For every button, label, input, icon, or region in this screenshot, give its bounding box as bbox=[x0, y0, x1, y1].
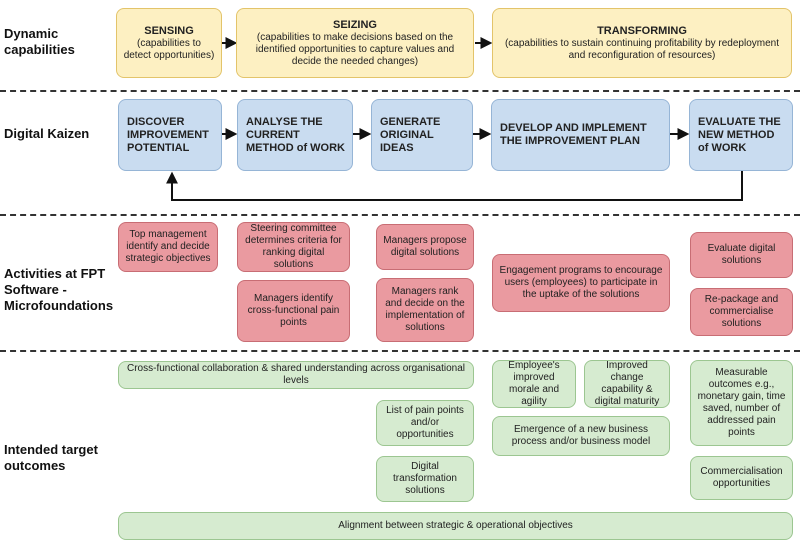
separator-line bbox=[0, 350, 800, 352]
sensing-box: SENSING (capabilities to detect opportun… bbox=[116, 8, 222, 78]
row-label-intended-outcomes: Intended target outcomes bbox=[4, 442, 98, 473]
activity-managers-propose: Managers propose digital solutions bbox=[376, 224, 474, 270]
outcome-change-capability: Improved change capability & digital mat… bbox=[584, 360, 670, 408]
outcome-alignment: Alignment between strategic & operationa… bbox=[118, 512, 793, 540]
outcome-measurable: Measurable outcomes e.g., monetary gain,… bbox=[690, 360, 793, 446]
activity-top-management: Top management identify and decide strat… bbox=[118, 222, 218, 272]
activity-engagement-programs: Engagement programs to encourage users (… bbox=[492, 254, 670, 312]
activity-managers-rank: Managers rank and decide on the implemen… bbox=[376, 278, 474, 342]
activity-steering-committee: Steering committee determines criteria f… bbox=[237, 222, 350, 272]
outcome-new-business-process: Emergence of a new business process and/… bbox=[492, 416, 670, 456]
arrow-kaizen-feedback-loop bbox=[166, 170, 743, 201]
activity-managers-identify: Managers identify cross-functional pain … bbox=[237, 280, 350, 342]
activity-repackage-commercialise: Re-package and commercialise solutions bbox=[690, 288, 793, 336]
sensing-description: (capabilities to detect opportunities) bbox=[123, 37, 215, 61]
transforming-description: (capabilities to sustain continuing prof… bbox=[504, 37, 780, 61]
kaizen-step-discover: DISCOVER IMPROVEMENT POTENTIAL bbox=[118, 99, 222, 171]
kaizen-step-analyse: ANALYSE THE CURRENT METHOD of WORK bbox=[237, 99, 353, 171]
transforming-box: TRANSFORMING (capabilities to sustain co… bbox=[492, 8, 792, 78]
activity-evaluate-solutions: Evaluate digital solutions bbox=[690, 232, 793, 278]
kaizen-step-evaluate: EVALUATE THE NEW METHOD of WORK bbox=[689, 99, 793, 171]
sensing-title: SENSING bbox=[144, 24, 194, 37]
row-label-activities: Activities at FPT Software - Microfounda… bbox=[4, 266, 114, 313]
outcome-cross-functional: Cross-functional collaboration & shared … bbox=[118, 361, 474, 389]
separator-line bbox=[0, 90, 800, 92]
separator-line bbox=[0, 214, 800, 216]
outcome-employee-morale: Employee's improved morale and agility bbox=[492, 360, 576, 408]
row-label-digital-kaizen: Digital Kaizen bbox=[4, 126, 90, 141]
seizing-description: (capabilities to make decisions based on… bbox=[255, 31, 455, 67]
outcome-digital-solutions: Digital transformation solutions bbox=[376, 456, 474, 502]
kaizen-step-generate: GENERATE ORIGINAL IDEAS bbox=[371, 99, 473, 171]
seizing-title: SEIZING bbox=[332, 18, 377, 31]
transforming-title: TRANSFORMING bbox=[597, 24, 687, 37]
row-label-dynamic-capabilities: Dynamic capabilities bbox=[4, 26, 75, 57]
seizing-box: SEIZING (capabilities to make decisions … bbox=[236, 8, 474, 78]
kaizen-step-develop: DEVELOP AND IMPLEMENT THE IMPROVEMENT PL… bbox=[491, 99, 670, 171]
outcome-commercialisation: Commercialisation opportunities bbox=[690, 456, 793, 500]
outcome-pain-points-list: List of pain points and/or opportunities bbox=[376, 400, 474, 446]
